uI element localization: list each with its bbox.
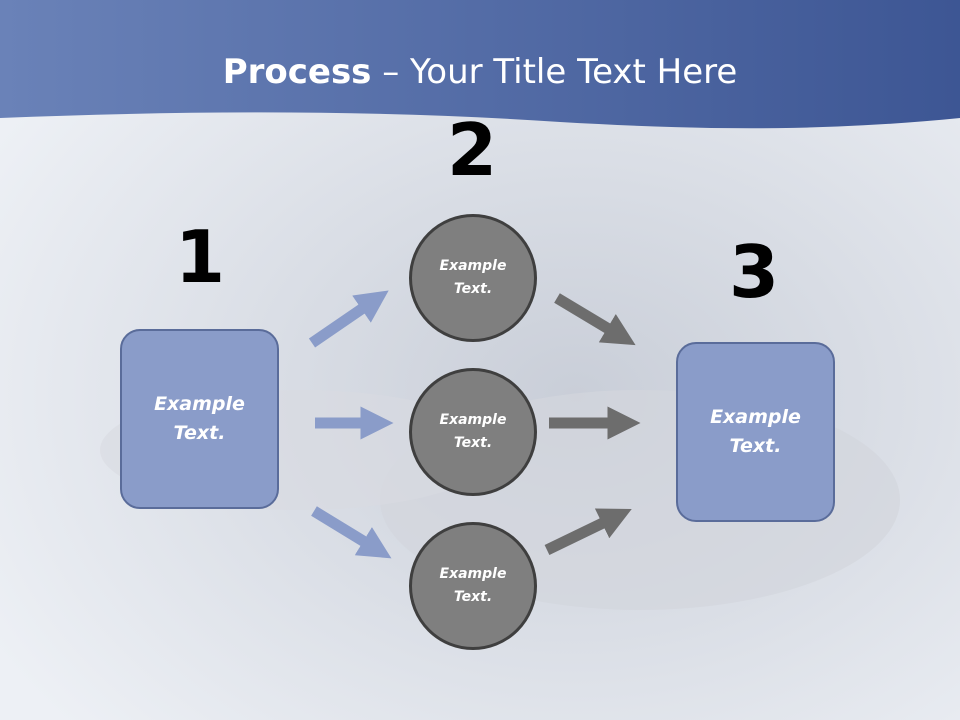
circle-3-text: Example Text.: [439, 566, 507, 605]
arrow-2c-to-3: [544, 508, 632, 555]
arrow-1-to-2a: [308, 290, 389, 348]
step-1-box: Example Text.: [120, 329, 279, 509]
circle-2-text: Example Text.: [439, 412, 507, 451]
step-number-1: 1: [174, 215, 226, 299]
step-3-box: Example Text.: [676, 342, 835, 522]
circle-1-text: Example Text.: [439, 258, 507, 297]
header-band: [0, 0, 960, 129]
slide-title: Process – Your Title Text Here: [222, 52, 738, 92]
step-number-2: 2: [446, 108, 498, 192]
step-2-circle-2: Example Text.: [409, 368, 537, 496]
arrow-2a-to-3: [554, 293, 636, 346]
step-1-text: Example Text.: [154, 393, 245, 444]
step-2-circle-1: Example Text.: [409, 214, 537, 342]
step-3-text: Example Text.: [710, 406, 801, 457]
step-number-3: 3: [728, 230, 780, 314]
step-2-circle-3: Example Text.: [409, 522, 537, 650]
arrow-1-to-2c: [311, 506, 392, 559]
